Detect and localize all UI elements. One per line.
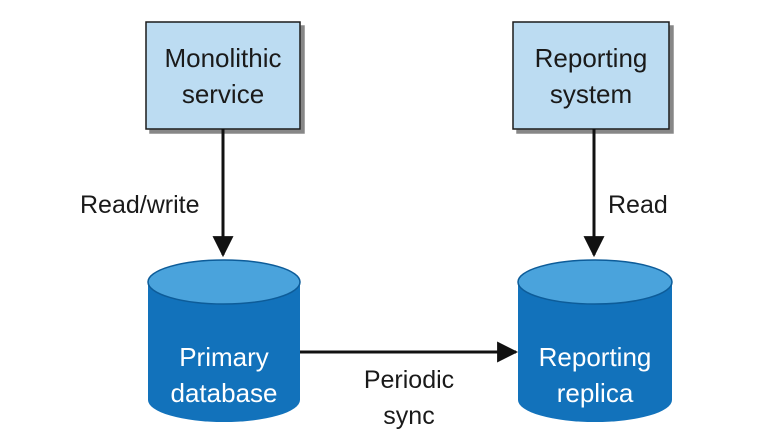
monolithic-service-box: Monolithic service [145,21,301,130]
read-write-label: Read/write [80,191,200,219]
primary-database-label-2: database [171,378,278,408]
periodic-sync-label-1: Periodic [364,366,454,394]
periodic-sync-label-2: sync [383,402,434,430]
read-label: Read [608,191,668,219]
monolithic-service-label-1: Monolithic [164,43,281,73]
primary-database-cylinder: Primary database [147,259,301,422]
primary-database-label-1: Primary [179,342,269,372]
reporting-replica-label-1: Reporting [539,342,652,372]
monolithic-service-label-2: service [182,79,264,109]
reporting-replica-cylinder: Reporting replica [517,259,673,422]
reporting-system-box: Reporting system [512,21,670,130]
reporting-replica-label-2: replica [557,378,634,408]
reporting-system-label-1: Reporting [535,43,648,73]
reporting-system-label-2: system [550,79,632,109]
